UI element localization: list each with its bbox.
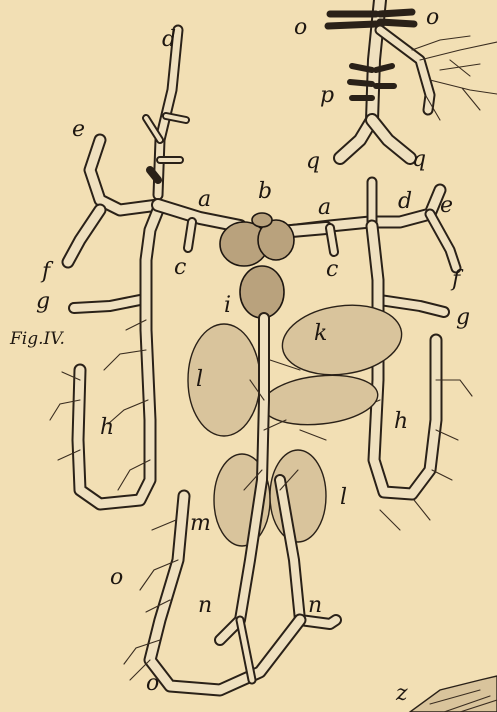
letter-q-right: q — [412, 147, 426, 172]
vessel-d-top — [146, 30, 186, 195]
letter-o-left: o — [110, 565, 123, 590]
letter-f-right: f — [450, 267, 464, 292]
letter-i: i — [224, 293, 231, 318]
letter-h-left: h — [100, 415, 114, 440]
inset-vessel-upper-right — [328, 0, 497, 158]
letter-n-right: n — [308, 593, 322, 618]
letter-f-left: f — [40, 259, 54, 284]
letter-g-left: g — [36, 289, 50, 314]
lower-organs — [214, 450, 326, 546]
figure-label: Fig.IV. — [9, 329, 65, 349]
letter-g-right: g — [456, 305, 470, 330]
letter-c-right: c — [326, 257, 338, 282]
letter-o-inset-left: o — [294, 15, 307, 40]
letter-b: b — [258, 179, 272, 204]
letter-n-left: n — [198, 593, 212, 618]
corner-fragment — [410, 676, 497, 712]
letter-o-bottom: o — [146, 671, 159, 696]
letter-o-inset-right: o — [426, 5, 439, 30]
letter-m: m — [190, 511, 211, 536]
letter-h-right: h — [394, 409, 408, 434]
letter-l: l — [340, 485, 347, 510]
letter-c-left: c — [174, 255, 186, 280]
letter-d-right: d — [398, 189, 412, 214]
letter-d-top: d — [162, 27, 176, 52]
letter-q-left: q — [306, 149, 320, 174]
letter-e-right: e — [440, 193, 453, 218]
letter-a-right: a — [318, 195, 331, 220]
letter-e-left: e — [72, 117, 85, 142]
heart — [220, 213, 294, 318]
letter-k: k — [314, 321, 327, 346]
letter-a-left: a — [198, 187, 211, 212]
letter-z: z — [395, 681, 408, 706]
letter-p: p — [320, 83, 334, 108]
letter-lambda: l — [196, 367, 203, 392]
